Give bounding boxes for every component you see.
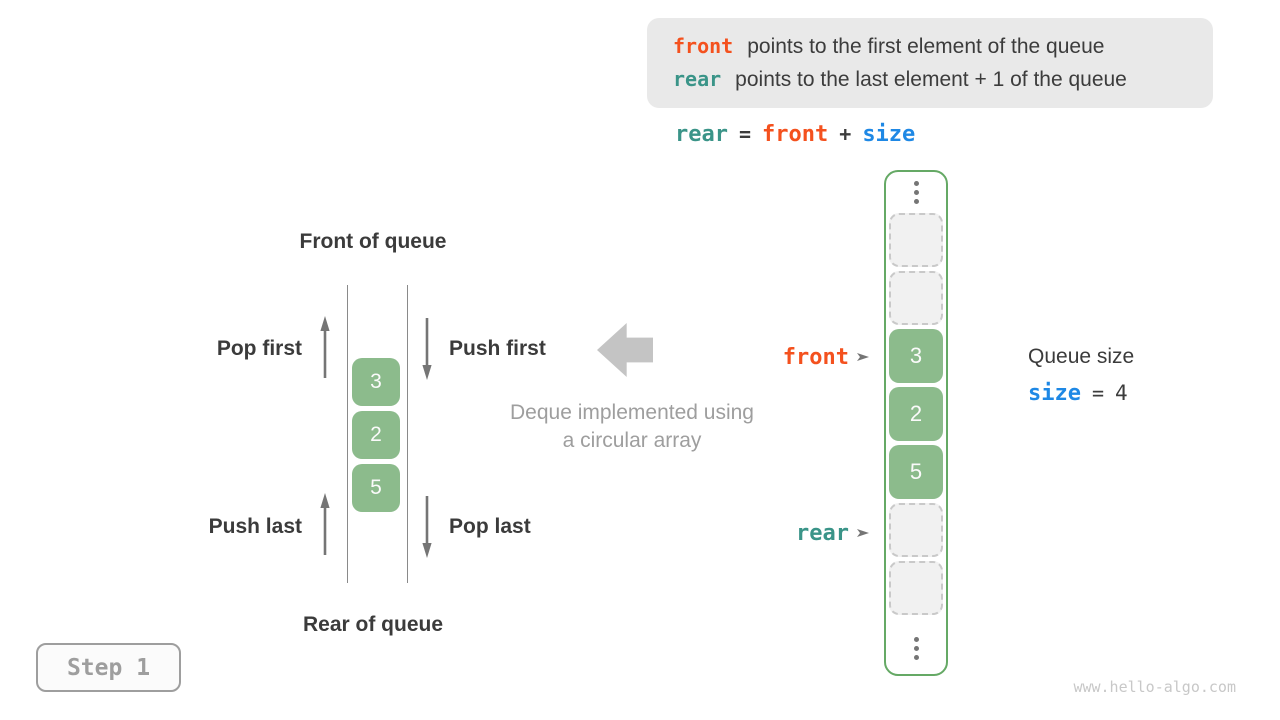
- pointer-arrow-icon: [857, 353, 869, 361]
- pointer-arrow-icon: [857, 529, 869, 537]
- rear-pointer: rear: [700, 520, 870, 546]
- ellipsis-bottom-icon: [908, 637, 924, 660]
- up-arrow-icon: [320, 316, 330, 378]
- rear-definition-text: points to the last element + 1 of the qu…: [735, 68, 1127, 91]
- pop-first-label: Pop first: [216, 337, 302, 360]
- caption-line-1: Deque implemented using: [510, 401, 754, 424]
- front-pointer: front: [700, 344, 870, 370]
- queue-size-label: Queue size: [1028, 345, 1135, 368]
- array-cell-filled: 3: [889, 329, 943, 383]
- push-last-label: Push last: [208, 515, 302, 538]
- array-cell-empty: [889, 213, 943, 267]
- up-arrow-icon: [320, 493, 330, 555]
- equation-rear: rear: [675, 122, 728, 147]
- front-definition-text: points to the first element of the queue: [747, 35, 1105, 58]
- stack-element: 2: [352, 411, 400, 459]
- rear-of-queue-title: Rear of queue: [302, 613, 444, 636]
- rear-equation: rear = front + size: [675, 122, 915, 147]
- equation-front: front: [762, 122, 829, 147]
- pop-last-label: Pop last: [449, 515, 531, 538]
- down-arrow-icon: [422, 318, 432, 380]
- rear-definition: rear points to the last element + 1 of t…: [673, 67, 1187, 92]
- array-cell-filled: 2: [889, 387, 943, 441]
- watermark-url: www.hello-algo.com: [1073, 678, 1236, 696]
- size-equals: =: [1091, 381, 1105, 405]
- channel-right-line: [407, 285, 408, 583]
- size-value: 4: [1115, 381, 1128, 405]
- left-block-arrow-icon: [597, 323, 653, 377]
- front-definition: front points to the first element of the…: [673, 34, 1187, 59]
- array-cell-filled: 5: [889, 445, 943, 499]
- array-cell-empty: [889, 503, 943, 557]
- stack-element: 3: [352, 358, 400, 406]
- size-code-label: size: [1028, 381, 1081, 406]
- figure-caption: Deque implemented using a circular array: [472, 399, 792, 455]
- equation-equals: =: [738, 122, 752, 146]
- array-cell-empty: [889, 271, 943, 325]
- stack-element: 5: [352, 464, 400, 512]
- step-badge: Step 1: [36, 643, 181, 692]
- caption-line-2: a circular array: [562, 429, 702, 452]
- queue-size-value-line: size = 4: [1028, 381, 1128, 406]
- front-pointer-label: front: [782, 344, 849, 370]
- rear-pointer-label: rear: [796, 520, 849, 546]
- ellipsis-top-icon: [908, 181, 924, 204]
- definitions-box: front points to the first element of the…: [647, 18, 1213, 108]
- rear-code-label: rear: [673, 67, 722, 91]
- push-first-label: Push first: [449, 337, 546, 360]
- equation-size: size: [862, 122, 916, 147]
- channel-left-line: [347, 285, 348, 583]
- down-arrow-icon: [422, 496, 432, 558]
- equation-plus: +: [839, 122, 852, 146]
- front-of-queue-title: Front of queue: [299, 230, 447, 253]
- array-cell-empty: [889, 561, 943, 615]
- front-code-label: front: [673, 34, 734, 58]
